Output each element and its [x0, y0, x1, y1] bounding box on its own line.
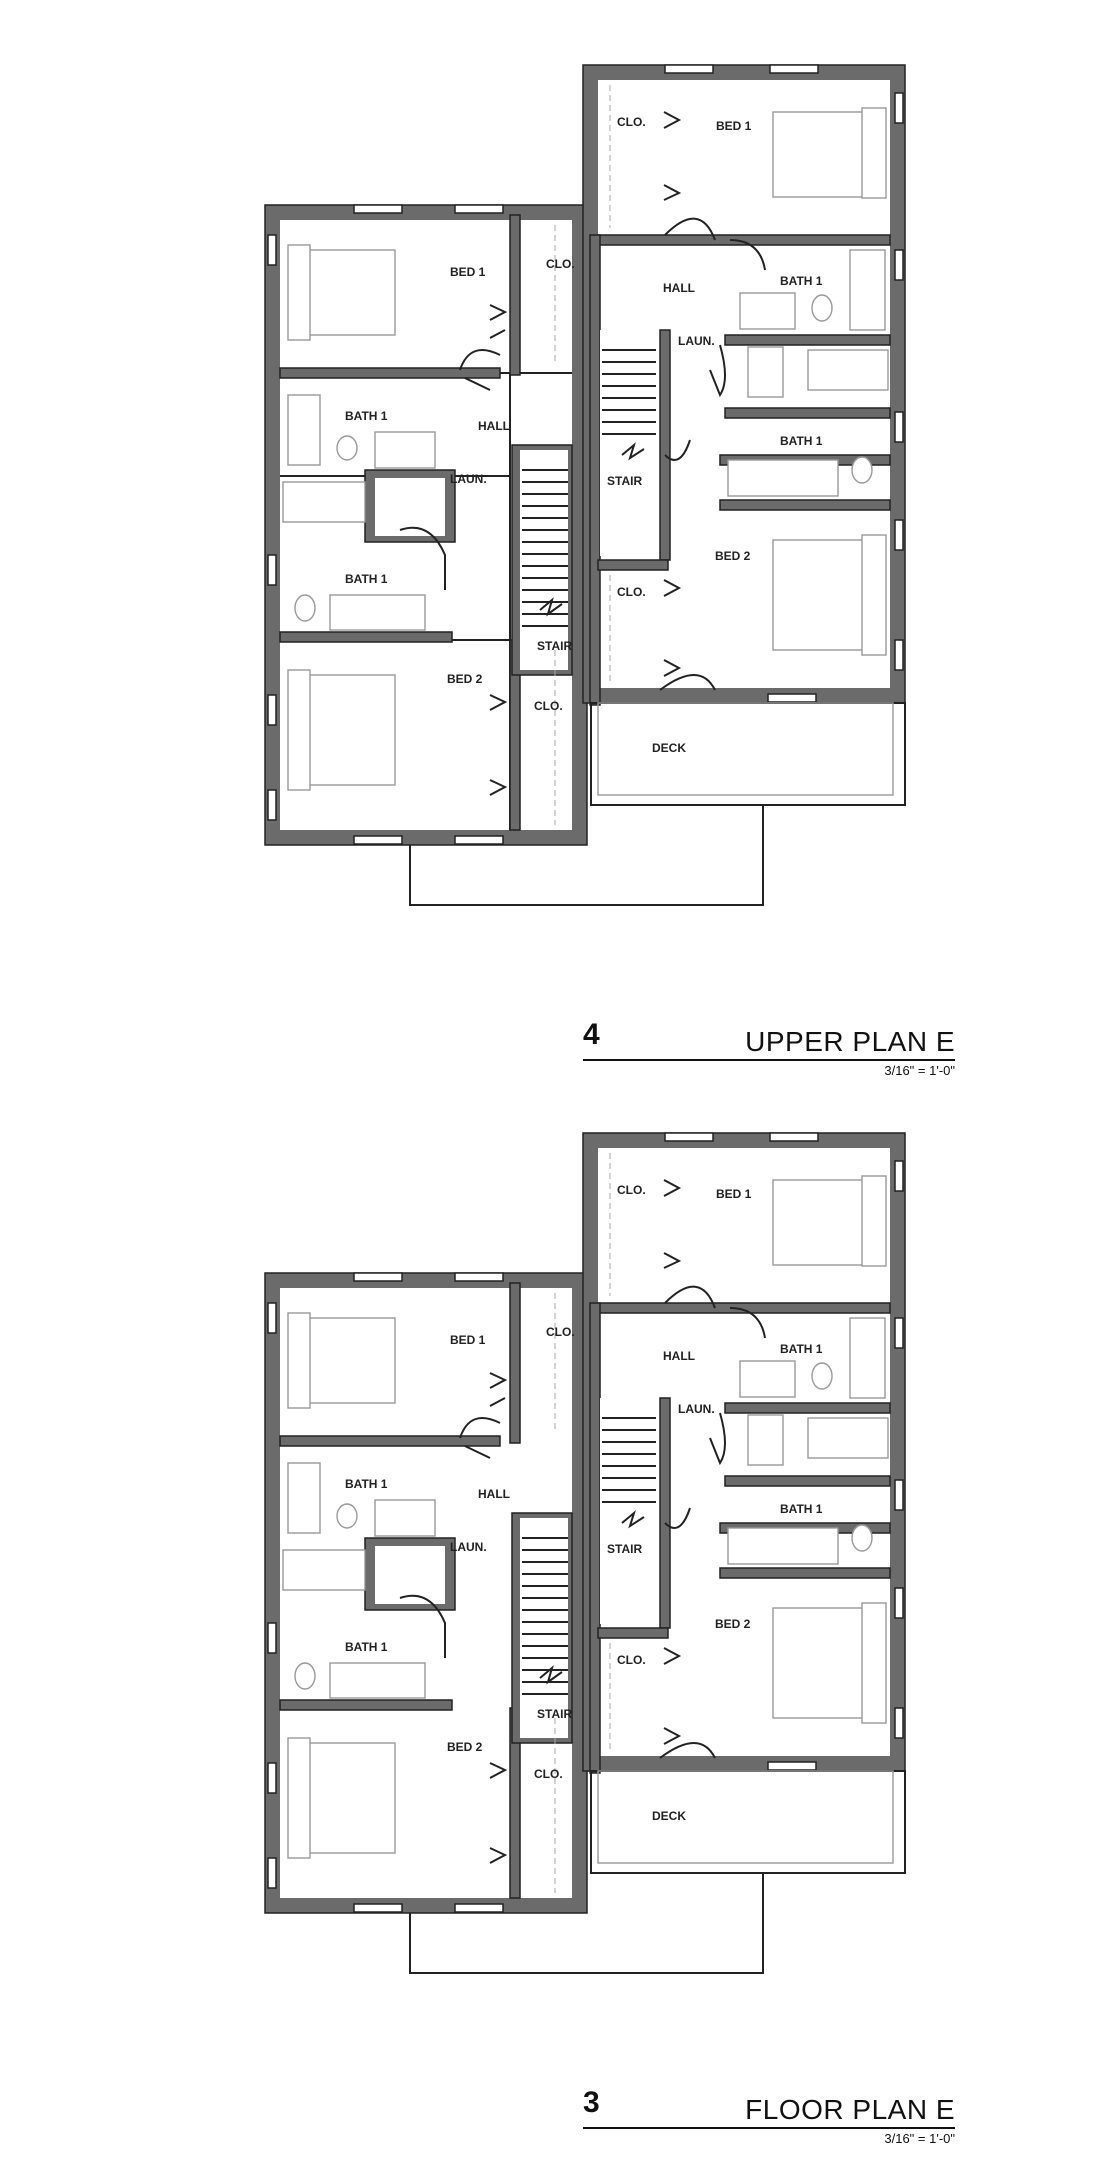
room-label: BATH 1 [345, 409, 388, 423]
plan-number: 4 [583, 1018, 600, 1051]
title-rule [583, 2127, 955, 2129]
room-label: DECK [652, 1809, 686, 1823]
room-label: LAUN. [678, 334, 715, 348]
plan-number: 3 [583, 2086, 600, 2119]
room-label: BED 2 [715, 1617, 751, 1631]
room-label: STAIR [537, 1707, 572, 1721]
room-label: STAIR [537, 639, 572, 653]
floor-plan-drawing: BED 1 CLO. BATH 1 HALL LAUN. BATH 1 STAI… [264, 1132, 906, 1974]
room-label: BED 2 [715, 549, 751, 563]
plan-title-block: 3 FLOOR PLAN E 3/16" = 1'-0" [583, 2078, 955, 2158]
room-label: BATH 1 [780, 274, 823, 288]
room-label: BED 2 [447, 672, 483, 686]
room-label: CLO. [617, 1653, 646, 1667]
room-label: BATH 1 [780, 1342, 823, 1356]
room-label: CLO. [534, 699, 563, 713]
room-label: HALL [663, 281, 695, 295]
room-label: CLO. [617, 115, 646, 129]
room-label: LAUN. [678, 1402, 715, 1416]
plan-name: UPPER PLAN E [745, 1026, 955, 1057]
upper-plan-drawing: BED 1 CLO. BATH 1 HALL LAUN. BATH 1 STAI… [264, 64, 906, 906]
room-label: CLO. [546, 1325, 575, 1339]
room-label: STAIR [607, 474, 642, 488]
right-unit [582, 64, 906, 806]
room-label: HALL [478, 419, 510, 433]
room-label: HALL [663, 1349, 695, 1363]
room-label: HALL [478, 1487, 510, 1501]
plan-title-block: 4 UPPER PLAN E 3/16" = 1'-0" [583, 1010, 955, 1090]
room-label: CLO. [617, 1183, 646, 1197]
room-label: BATH 1 [780, 434, 823, 448]
room-label: BED 1 [450, 265, 486, 279]
room-labels: BED 1 CLO. BATH 1 HALL LAUN. BATH 1 STAI… [345, 1183, 823, 1823]
room-labels: BED 1 CLO. BATH 1 HALL LAUN. BATH 1 STAI… [345, 115, 823, 755]
room-label: CLO. [617, 585, 646, 599]
plan-scale: 3/16" = 1'-0" [884, 1063, 955, 1078]
room-label: LAUN. [450, 1540, 487, 1554]
left-unit [264, 204, 764, 906]
room-label: BED 2 [447, 1740, 483, 1754]
right-unit [582, 1132, 906, 1874]
room-label: BATH 1 [780, 1502, 823, 1516]
room-label: CLO. [534, 1767, 563, 1781]
room-label: CLO. [546, 257, 575, 271]
plan-scale: 3/16" = 1'-0" [884, 2131, 955, 2146]
room-label: BED 1 [716, 1187, 752, 1201]
room-label: BATH 1 [345, 572, 388, 586]
room-label: BATH 1 [345, 1477, 388, 1491]
room-label: BATH 1 [345, 1640, 388, 1654]
room-label: LAUN. [450, 472, 487, 486]
room-label: DECK [652, 741, 686, 755]
room-label: STAIR [607, 1542, 642, 1556]
plan-name: FLOOR PLAN E [745, 2094, 955, 2125]
room-label: BED 1 [450, 1333, 486, 1347]
left-unit [264, 1272, 764, 1974]
title-rule [583, 1059, 955, 1061]
room-label: BED 1 [716, 119, 752, 133]
